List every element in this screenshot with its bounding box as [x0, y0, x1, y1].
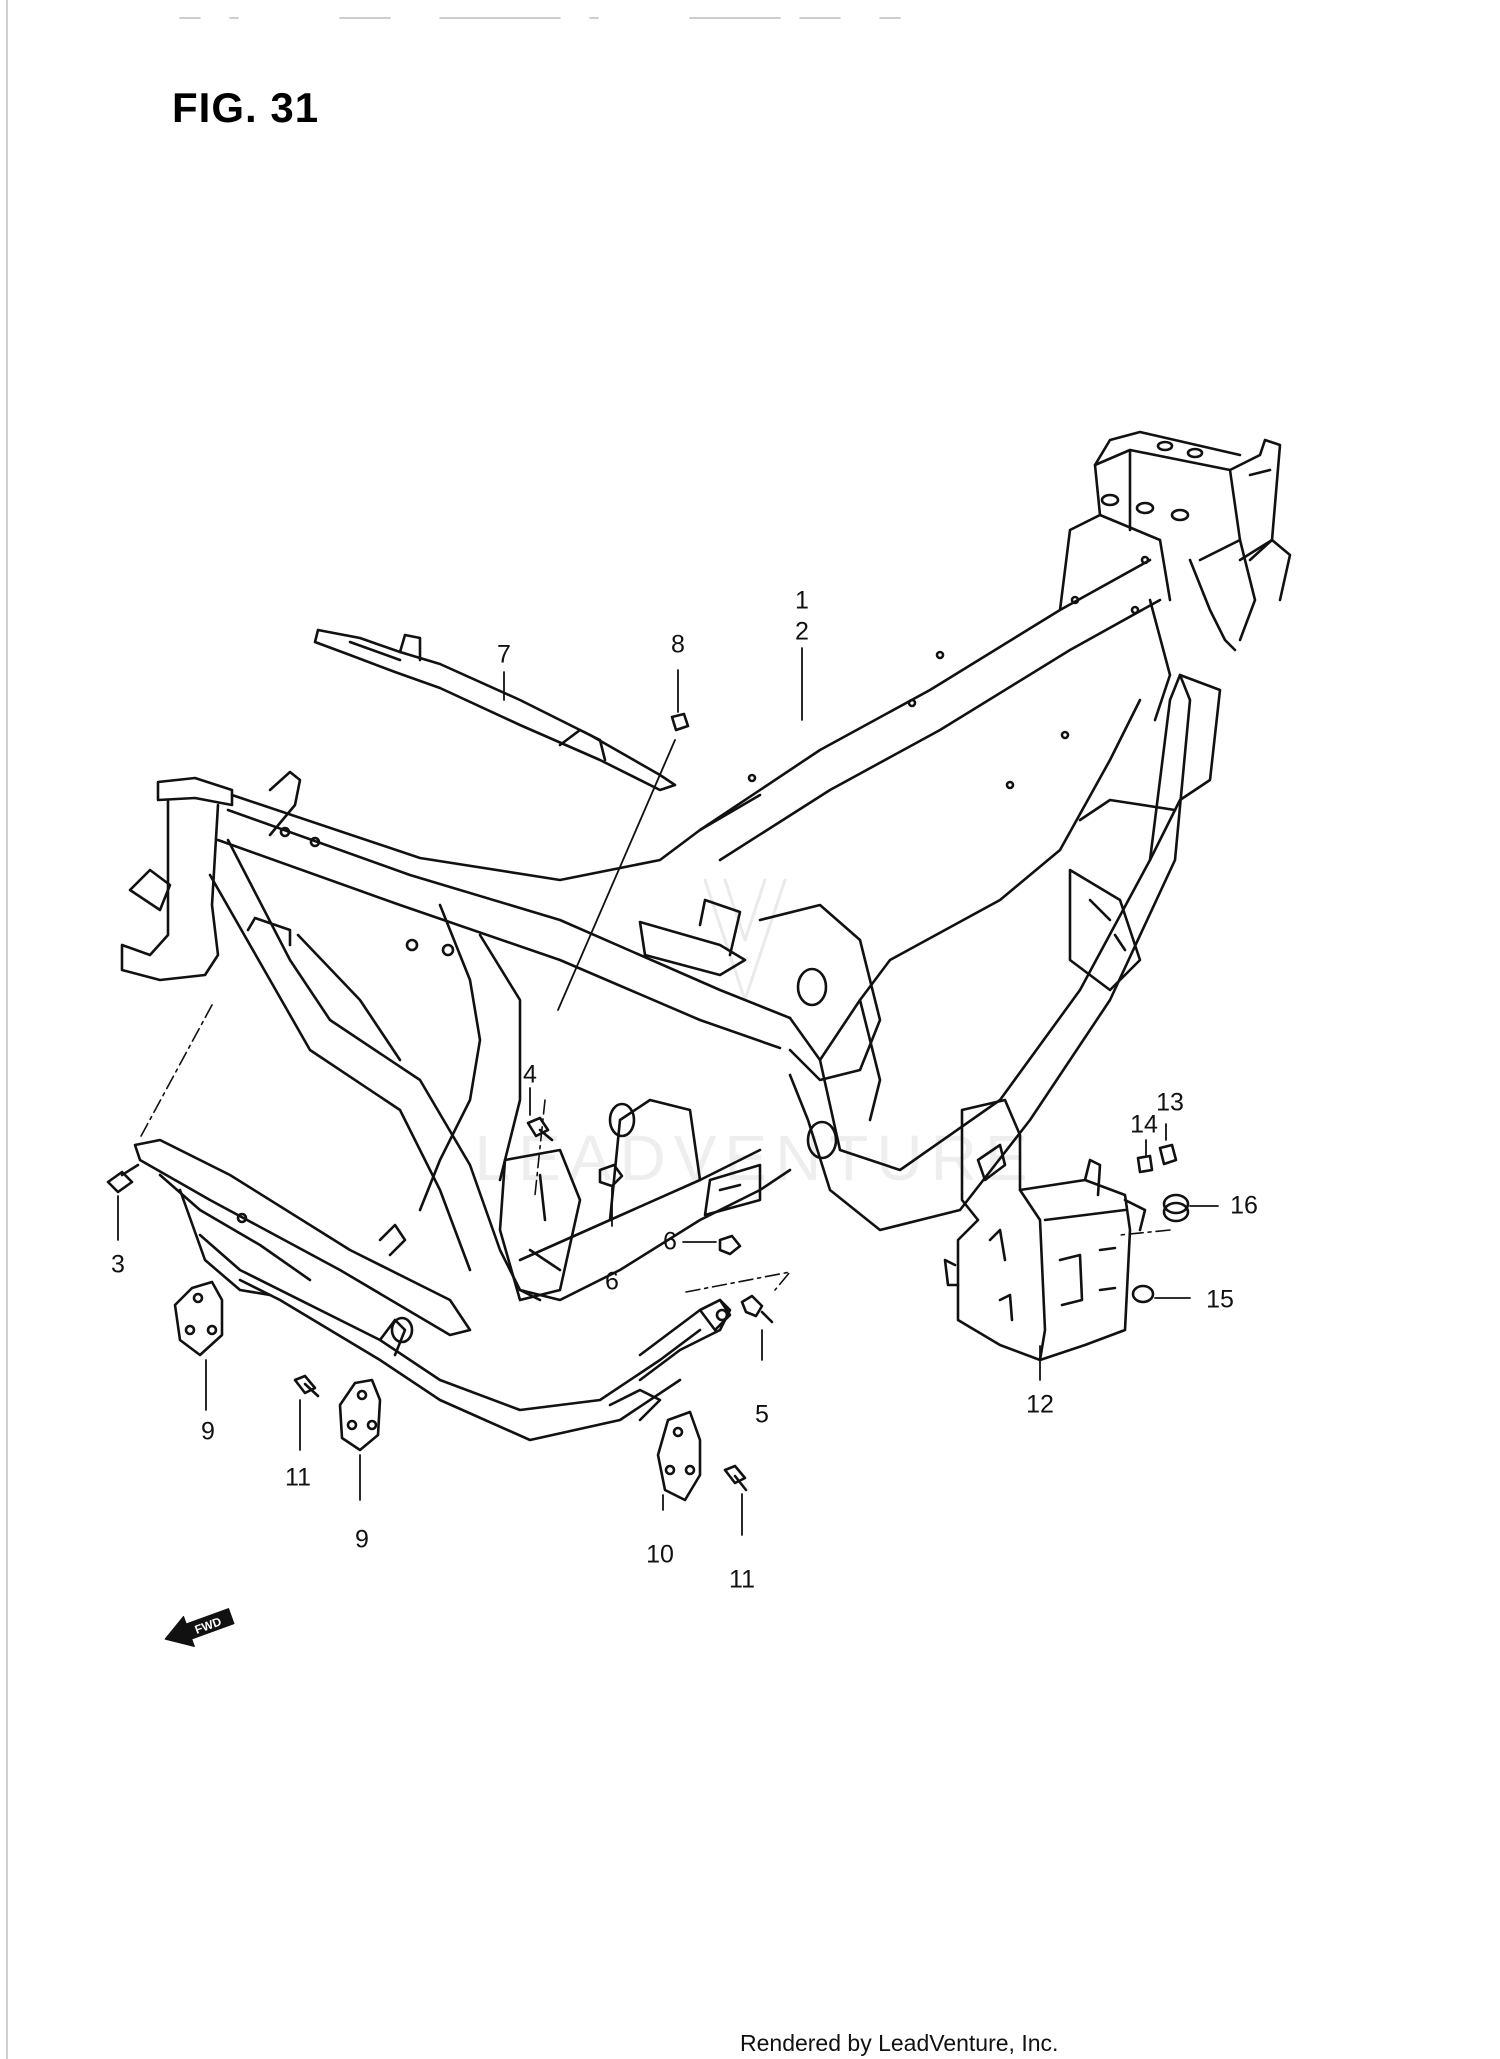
- part-10-mount-plate: [656, 1410, 702, 1502]
- connector-dashed-lines: [139, 1004, 1171, 1293]
- callout-9-left: 9: [201, 1417, 215, 1446]
- hardware-parts: [106, 712, 1190, 1492]
- callout-2: 2: [795, 617, 809, 646]
- page-left-border: [6, 0, 8, 2059]
- callout-11-left: 11: [285, 1463, 311, 1492]
- callout-8: 8: [671, 630, 685, 659]
- callout-1: 1: [795, 586, 809, 615]
- part-9-mount-plate-a: [173, 1280, 224, 1357]
- callout-11-right: 11: [729, 1565, 755, 1594]
- leader-lines: [117, 647, 1219, 1536]
- part-7-bracket: [313, 628, 677, 792]
- main-frame: [120, 430, 1292, 1302]
- callout-13: 13: [1156, 1088, 1184, 1117]
- figure-title: FIG. 31: [172, 84, 320, 131]
- watermark-text: LEADVENTURE: [475, 1122, 1036, 1194]
- callout-15: 15: [1206, 1285, 1234, 1314]
- callout-5: 5: [755, 1400, 769, 1429]
- callout-14: 14: [1130, 1110, 1158, 1139]
- fwd-direction-badge: FWD: [164, 1608, 235, 1648]
- callout-12: 12: [1026, 1390, 1054, 1419]
- callout-16: 16: [1230, 1191, 1258, 1220]
- callout-6-lower: 6: [663, 1227, 677, 1256]
- callout-9-center: 9: [355, 1525, 369, 1554]
- callout-3: 3: [111, 1250, 125, 1279]
- callout-7: 7: [497, 640, 511, 669]
- callout-4: 4: [523, 1060, 537, 1089]
- part-9-mount-plate-b: [338, 1378, 382, 1452]
- callout-6-upper: 6: [605, 1267, 619, 1296]
- callout-10: 10: [646, 1540, 674, 1569]
- leadventure-watermark: LEADVENTURE: [475, 878, 1036, 1194]
- front-lower-crossmember: [133, 1138, 732, 1442]
- render-credit: Rendered by LeadVenture, Inc.: [740, 2030, 1059, 2056]
- part-12-battery-box: [943, 1098, 1147, 1362]
